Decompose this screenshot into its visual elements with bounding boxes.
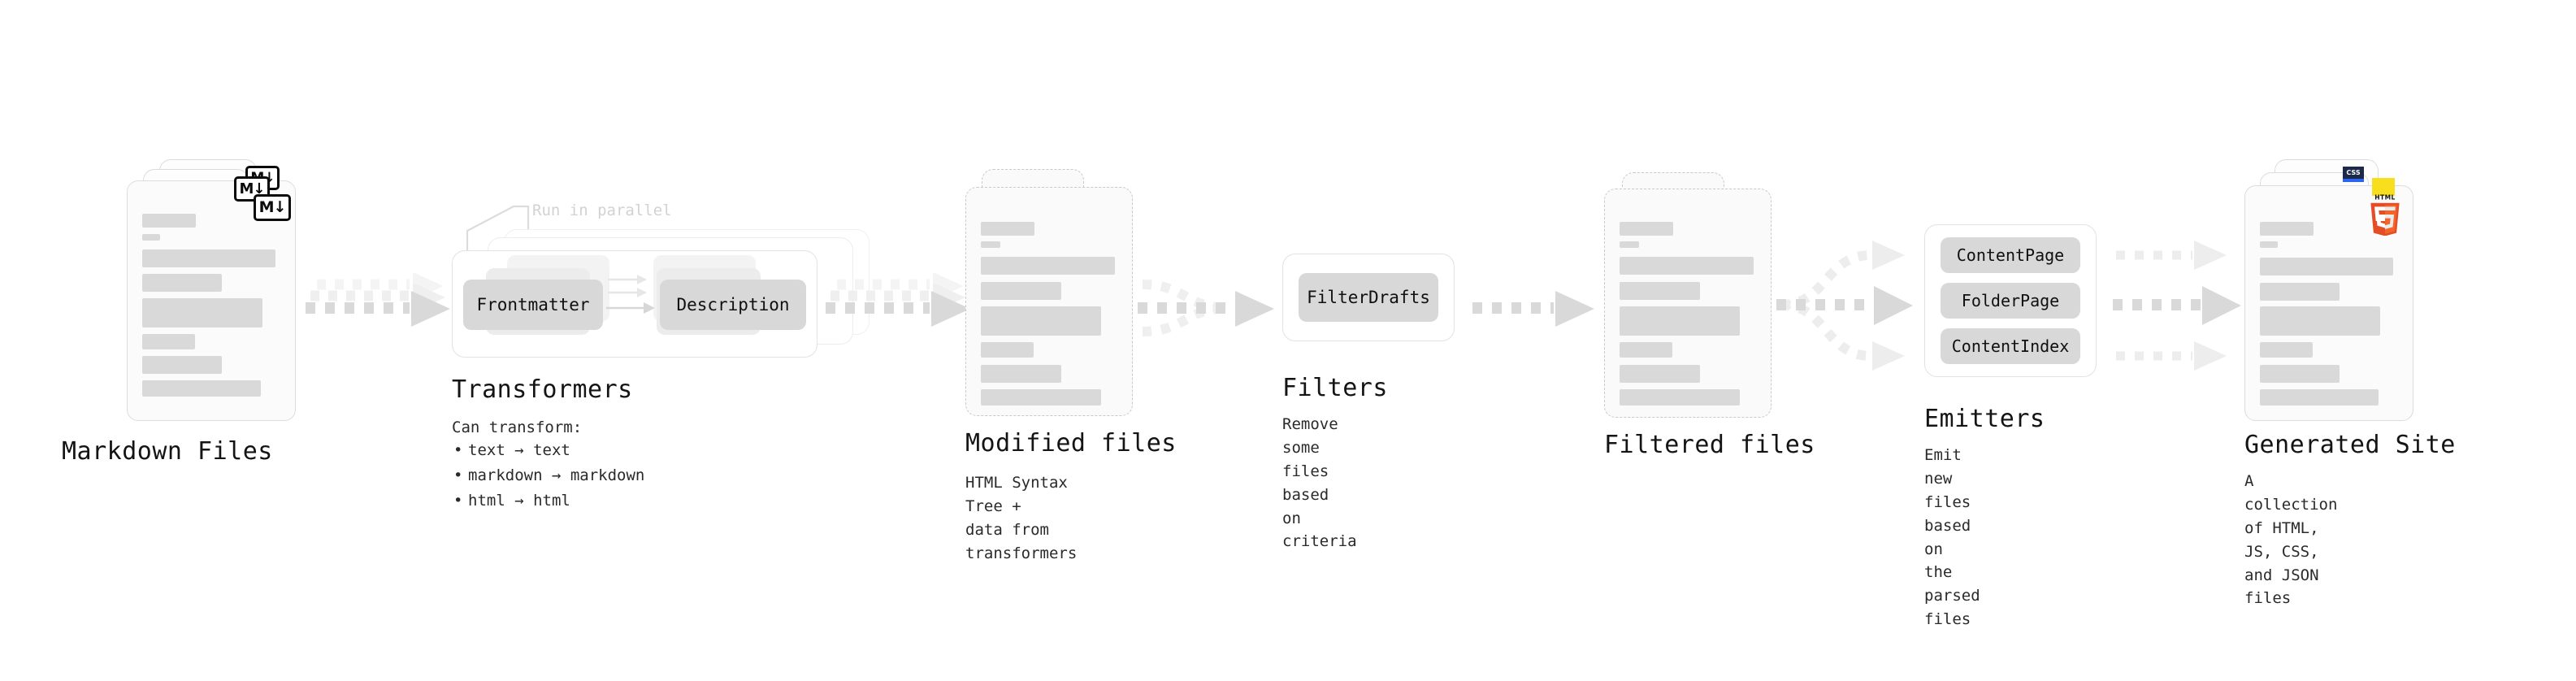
filters-desc: Remove some files based on criteria (1282, 415, 1357, 551)
chip-filterdrafts[interactable]: FilterDrafts (1299, 273, 1438, 322)
label-transformers: Transformers (452, 375, 633, 404)
arrow-markdown-to-transformers (306, 272, 450, 327)
markdown-badge-mid: M↓ (234, 176, 270, 202)
transformers-bullets: text → text markdown → markdown html → h… (452, 438, 644, 513)
label-markdown-files: Markdown Files (62, 437, 273, 466)
css3-badge: CSS (2343, 167, 2364, 182)
chip-frontmatter[interactable]: Frontmatter (463, 280, 603, 330)
arrow-main-stroke (1776, 286, 1913, 325)
arrow-main-stroke (306, 291, 450, 327)
arrow-top-branch (2116, 241, 2227, 270)
html5-badge: HTML (2370, 194, 2400, 236)
transformers-bullet-1: markdown → markdown (452, 463, 644, 488)
label-generated-site: Generated Site (2244, 431, 2456, 459)
arrow-ghost-strokes (310, 272, 445, 312)
arrow-filters-to-filtered (1472, 291, 1594, 327)
modified-files-desc: HTML Syntax Tree + data from transformer… (965, 474, 1078, 562)
modified-card-front (965, 187, 1133, 416)
arrow-main-stroke (1138, 291, 1274, 327)
label-run-in-parallel: Run in parallel (532, 202, 672, 219)
js-badge (2372, 178, 2395, 196)
arrow-main-stroke (2113, 286, 2241, 325)
label-modified-files: Modified files (965, 429, 1177, 458)
transformers-bullet-2: html → html (452, 488, 644, 514)
chip-folderpage[interactable]: FolderPage (1941, 283, 2080, 319)
label-filtered-files: Filtered files (1604, 431, 1815, 459)
arrow-modified-to-filters (1138, 280, 1274, 336)
label-emitters: Emitters (1924, 405, 2045, 433)
arrow-merge-branches (1142, 280, 1223, 336)
chip-contentindex[interactable]: ContentIndex (1941, 328, 2080, 364)
arrow-fanout-branches (1780, 241, 1905, 371)
markdown-badge-front: M↓ (254, 194, 291, 221)
site-card-front (2244, 185, 2413, 421)
arrow-filtered-to-emitters (1776, 241, 1913, 371)
arrow-bottom-branch (2116, 341, 2227, 371)
transformers-bullet-0: text → text (452, 438, 644, 463)
generated-site-desc: A collection of HTML, JS, CSS, and JSON … (2244, 472, 2338, 608)
label-filters: Filters (1282, 374, 1388, 402)
filtered-card-front (1604, 189, 1772, 418)
emitters-desc: Emit new files based on the parsed files (1924, 446, 1980, 629)
chip-contentpage[interactable]: ContentPage (1941, 237, 2080, 273)
markdown-card-front (127, 180, 296, 421)
chip-description[interactable]: Description (660, 280, 806, 330)
svg-text:HTML: HTML (2374, 194, 2395, 202)
transformers-desc: Can transform: (452, 419, 583, 436)
